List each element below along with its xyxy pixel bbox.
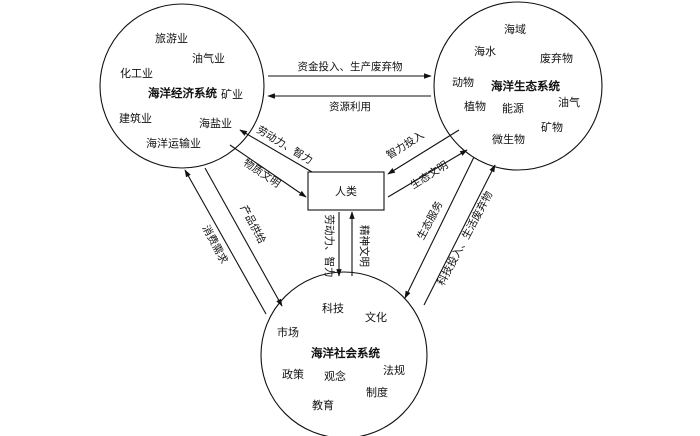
social-item-market: 市场 (277, 325, 299, 339)
human-node (307, 171, 385, 211)
social-item-policy: 政策 (282, 367, 304, 381)
label-labor-intellect-social: 劳动力、智力 (323, 215, 336, 278)
eco-item-waste: 废弃物 (540, 51, 573, 65)
eco-item-minerals: 矿物 (541, 120, 563, 134)
label-consumer-demand: 消费需求 (199, 223, 230, 267)
arrow-human-to-econ (239, 129, 313, 173)
econ-item-shipping: 海洋运输业 (146, 136, 201, 150)
arrow-econ-to-social (204, 167, 283, 307)
econ-item-tourism: 旅游业 (155, 31, 188, 45)
ecological-system-title: 海洋生态系统 (491, 79, 560, 93)
econ-item-oil-gas: 油气业 (192, 51, 225, 65)
eco-item-microbes: 微生物 (492, 132, 525, 146)
econ-item-mining: 矿业 (221, 88, 243, 101)
eco-item-animals: 动物 (452, 75, 474, 89)
human-label: 人类 (335, 184, 357, 198)
social-item-culture: 文化 (365, 310, 387, 324)
economic-system-title: 海洋经济系统 (148, 86, 217, 100)
arrow-human-to-eco (387, 149, 468, 198)
econ-item-sea-salt: 海盐业 (199, 116, 232, 130)
eco-item-oil-gas: 油气 (558, 95, 580, 109)
label-ecosystem-services: 生态服务 (414, 198, 445, 242)
social-item-regulations: 法规 (383, 363, 405, 377)
social-item-technology: 科技 (322, 301, 344, 315)
social-item-institutions: 制度 (366, 385, 388, 399)
econ-item-construction: 建筑业 (119, 111, 152, 125)
economic-system-node (99, 3, 265, 169)
arrow-econ-to-human (229, 144, 307, 198)
eco-item-energy: 能源 (502, 101, 524, 115)
arrow-eco-to-human (387, 129, 460, 175)
ecological-system-node (433, 1, 603, 171)
social-item-education: 教育 (312, 398, 334, 412)
label-ecological-civilization: 生态文明 (408, 158, 451, 191)
label-product-supply: 产品供给 (237, 203, 268, 247)
arrow-social-to-eco (423, 164, 496, 306)
eco-item-plants: 植物 (464, 99, 486, 113)
econ-item-chemical: 化工业 (120, 66, 153, 80)
label-spiritual-civilization: 精神文明 (358, 225, 371, 267)
social-system-title: 海洋社会系统 (311, 346, 380, 360)
arrow-eco-to-social (404, 156, 475, 299)
social-item-concepts: 观念 (324, 369, 346, 383)
label-labor-intellect-econ: 劳动力、智力 (254, 123, 315, 167)
label-tech-input-household-waste: 科技投入、生活废弃物 (435, 189, 496, 288)
label-material-civilization: 物质文明 (241, 156, 283, 190)
label-resource-use: 资源利用 (329, 100, 371, 113)
social-system-node (260, 271, 428, 436)
label-intellectual-input: 智力投入 (384, 128, 427, 162)
eco-item-sea-area: 海域 (504, 22, 526, 36)
arrow-social-to-econ (184, 169, 267, 315)
eco-item-seawater: 海水 (474, 44, 496, 58)
label-capital-waste: 资金投入、生产废弃物 (298, 60, 403, 73)
